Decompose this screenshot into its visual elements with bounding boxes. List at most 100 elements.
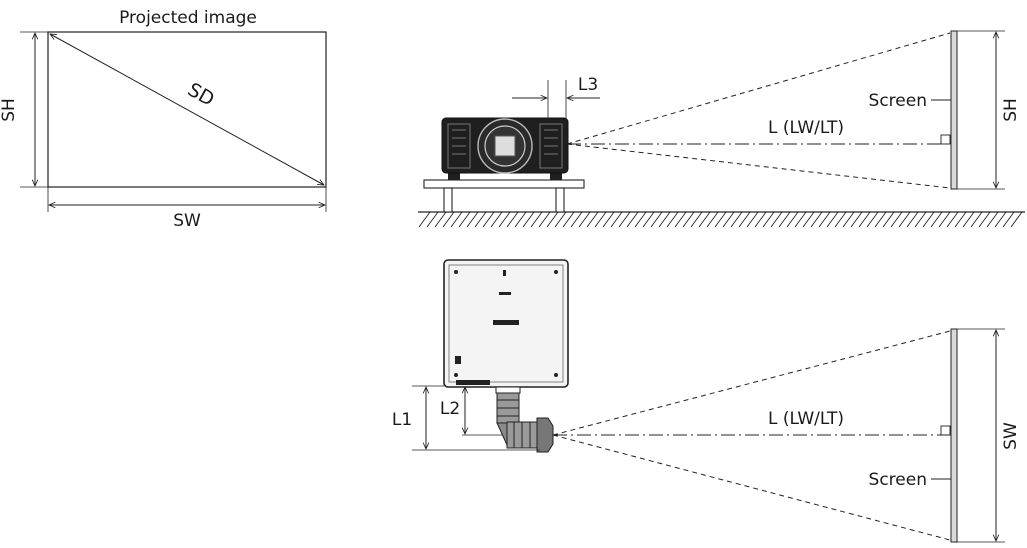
hatch-stroke: [746, 211, 759, 228]
hatch-stroke: [946, 211, 959, 228]
beam-top-edge: [566, 32, 951, 145]
floor-hatching: [418, 211, 1023, 228]
hatch-stroke: [890, 211, 903, 228]
l1-label: L1: [392, 410, 412, 430]
hatch-stroke: [514, 211, 527, 228]
hatch-stroke: [418, 211, 431, 228]
hatch-stroke: [530, 211, 543, 228]
sh-label-left: SH: [0, 98, 19, 122]
projector-front-view: [441, 117, 569, 180]
hatch-stroke: [722, 211, 735, 228]
distance-label-side: L (LW/LT): [768, 118, 844, 138]
hatch-stroke: [810, 211, 823, 228]
hatch-stroke: [434, 211, 447, 228]
hatch-stroke: [730, 211, 743, 228]
hatch-stroke: [666, 211, 679, 228]
lens-mount-top: [495, 386, 521, 394]
hatch-stroke: [466, 211, 479, 228]
hatch-stroke: [650, 211, 663, 228]
hatch-stroke: [586, 211, 599, 228]
hatch-stroke: [834, 211, 847, 228]
sw-label-top: SW: [173, 211, 201, 231]
beam-bottom-edge: [566, 143, 951, 189]
table-top: [423, 179, 585, 189]
table-leg-right: [555, 187, 565, 213]
hatch-stroke: [994, 211, 1007, 228]
sh-label-right: SH: [1001, 98, 1021, 122]
hatch-stroke: [882, 211, 895, 228]
hatch-stroke: [962, 211, 975, 228]
hatch-stroke: [546, 211, 559, 228]
hatch-stroke: [914, 211, 927, 228]
hatch-stroke: [938, 211, 951, 228]
top-panel-logo: [493, 320, 519, 325]
hatch-stroke: [482, 211, 495, 228]
projector-top-inner-edge: [448, 264, 564, 383]
top-panel-slot: [499, 292, 511, 295]
hatch-stroke: [682, 211, 695, 228]
screen-top-view: [950, 328, 958, 543]
projected-image-frame: [47, 31, 327, 188]
hatch-stroke: [794, 211, 807, 228]
lens-front-element: [536, 417, 554, 453]
projector-foot-left: [448, 172, 460, 180]
hatch-stroke: [778, 211, 791, 228]
periscope-lens: [496, 392, 554, 453]
hatch-stroke: [858, 211, 871, 228]
screen-side-view: [950, 30, 958, 190]
hatch-stroke: [842, 211, 855, 228]
beam-bottom-edge-top-view: [552, 434, 951, 541]
projector-foot-right: [550, 172, 562, 180]
hatch-stroke: [554, 211, 567, 228]
hatch-stroke: [602, 211, 615, 228]
hatch-stroke: [738, 211, 751, 228]
hatch-stroke: [850, 211, 863, 228]
hatch-stroke: [450, 211, 463, 228]
hatch-stroke: [754, 211, 767, 228]
distance-label-top: L (LW/LT): [768, 409, 844, 429]
hatch-stroke: [1002, 211, 1015, 228]
connector-strip: [456, 380, 490, 385]
hatch-stroke: [762, 211, 775, 228]
hatch-stroke: [610, 211, 623, 228]
right-angle-mark-top-view: [940, 425, 951, 436]
hatch-stroke: [866, 211, 879, 228]
table-leg-left: [443, 187, 453, 213]
projector-vent-right: [539, 123, 563, 169]
right-angle-mark: [940, 134, 951, 145]
hatch-stroke: [458, 211, 471, 228]
projected-image-panel: Projected image SD SH SW: [0, 8, 327, 231]
side-view: L3 L (LW/LT) Screen SH: [418, 30, 1025, 228]
hatch-stroke: [674, 211, 687, 228]
l3-label: L3: [578, 75, 598, 95]
hatch-stroke: [1010, 211, 1023, 228]
hatch-stroke: [442, 211, 455, 228]
projector-vent-left: [447, 123, 471, 169]
hatch-stroke: [562, 211, 575, 228]
hatch-stroke: [770, 211, 783, 228]
hatch-stroke: [522, 211, 535, 228]
screen-label-side: Screen: [869, 91, 927, 111]
hatch-stroke: [714, 211, 727, 228]
hatch-stroke: [658, 211, 671, 228]
hatch-stroke: [922, 211, 935, 228]
hatch-stroke: [906, 211, 919, 228]
hatch-stroke: [826, 211, 839, 228]
hatch-stroke: [898, 211, 911, 228]
hatch-stroke: [874, 211, 887, 228]
hatch-stroke: [578, 211, 591, 228]
hatch-stroke: [802, 211, 815, 228]
hatch-stroke: [930, 211, 943, 228]
sw-label-right: SW: [1001, 422, 1021, 450]
sd-label: SD: [184, 79, 218, 111]
hatch-stroke: [698, 211, 711, 228]
hatch-stroke: [642, 211, 655, 228]
hatch-stroke: [690, 211, 703, 228]
hatch-stroke: [490, 211, 503, 228]
hatch-stroke: [626, 211, 639, 228]
hatch-stroke: [498, 211, 511, 228]
sd-diagonal-arrow: [50, 34, 324, 185]
hatch-stroke: [618, 211, 631, 228]
hatch-stroke: [706, 211, 719, 228]
hatch-stroke: [426, 211, 439, 228]
